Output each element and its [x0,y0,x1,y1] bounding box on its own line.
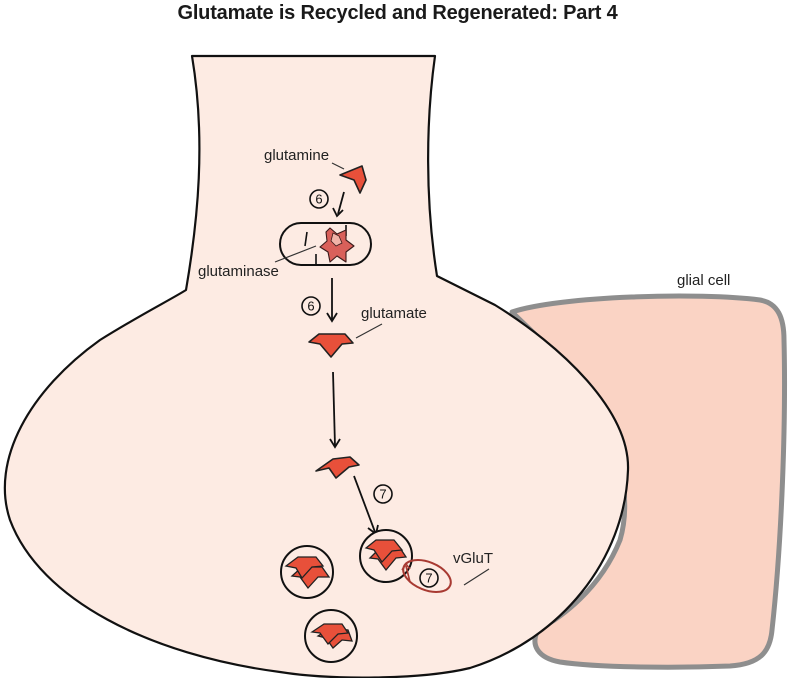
glial-cell-label: glial cell [677,272,730,289]
arrow-glutamate-transport [329,371,341,449]
synaptic-vesicle-bottom [304,609,358,663]
step-7-marker-bottom: 7 [419,568,439,588]
vglut-transporter [401,558,452,594]
glutamine-leader [331,162,345,170]
synaptic-vesicle-filling [359,529,413,583]
glutamine-molecule [339,165,367,194]
glutaminase-leader [274,245,317,263]
synaptic-vesicle-left [280,545,334,599]
svg-text:7: 7 [379,487,386,502]
glutaminase-organelle [279,222,372,266]
step-6-marker-bottom: 6 [301,296,321,316]
glutaminase-label: glutaminase [198,263,279,280]
vglut-leader [463,568,490,586]
arrow-glutaminase-to-glutamate [326,278,338,323]
step-7-marker-top: 7 [373,484,393,504]
step-6-marker-top: 6 [309,189,329,209]
svg-text:6: 6 [307,299,314,314]
glutamine-label: glutamine [264,147,329,164]
svg-text:7: 7 [425,571,432,586]
glutamate-label: glutamate [361,305,427,322]
glutamate-molecule-2 [315,456,360,479]
presynaptic-neuron [3,54,630,678]
diagram-title: Glutamate is Recycled and Regenerated: P… [177,2,618,24]
arrow-glutamine-to-glutaminase [332,191,345,218]
glutamate-leader [355,323,383,339]
vglut-label: vGluT [453,550,493,567]
glutamate-molecule [308,333,354,358]
svg-text:6: 6 [315,192,322,207]
